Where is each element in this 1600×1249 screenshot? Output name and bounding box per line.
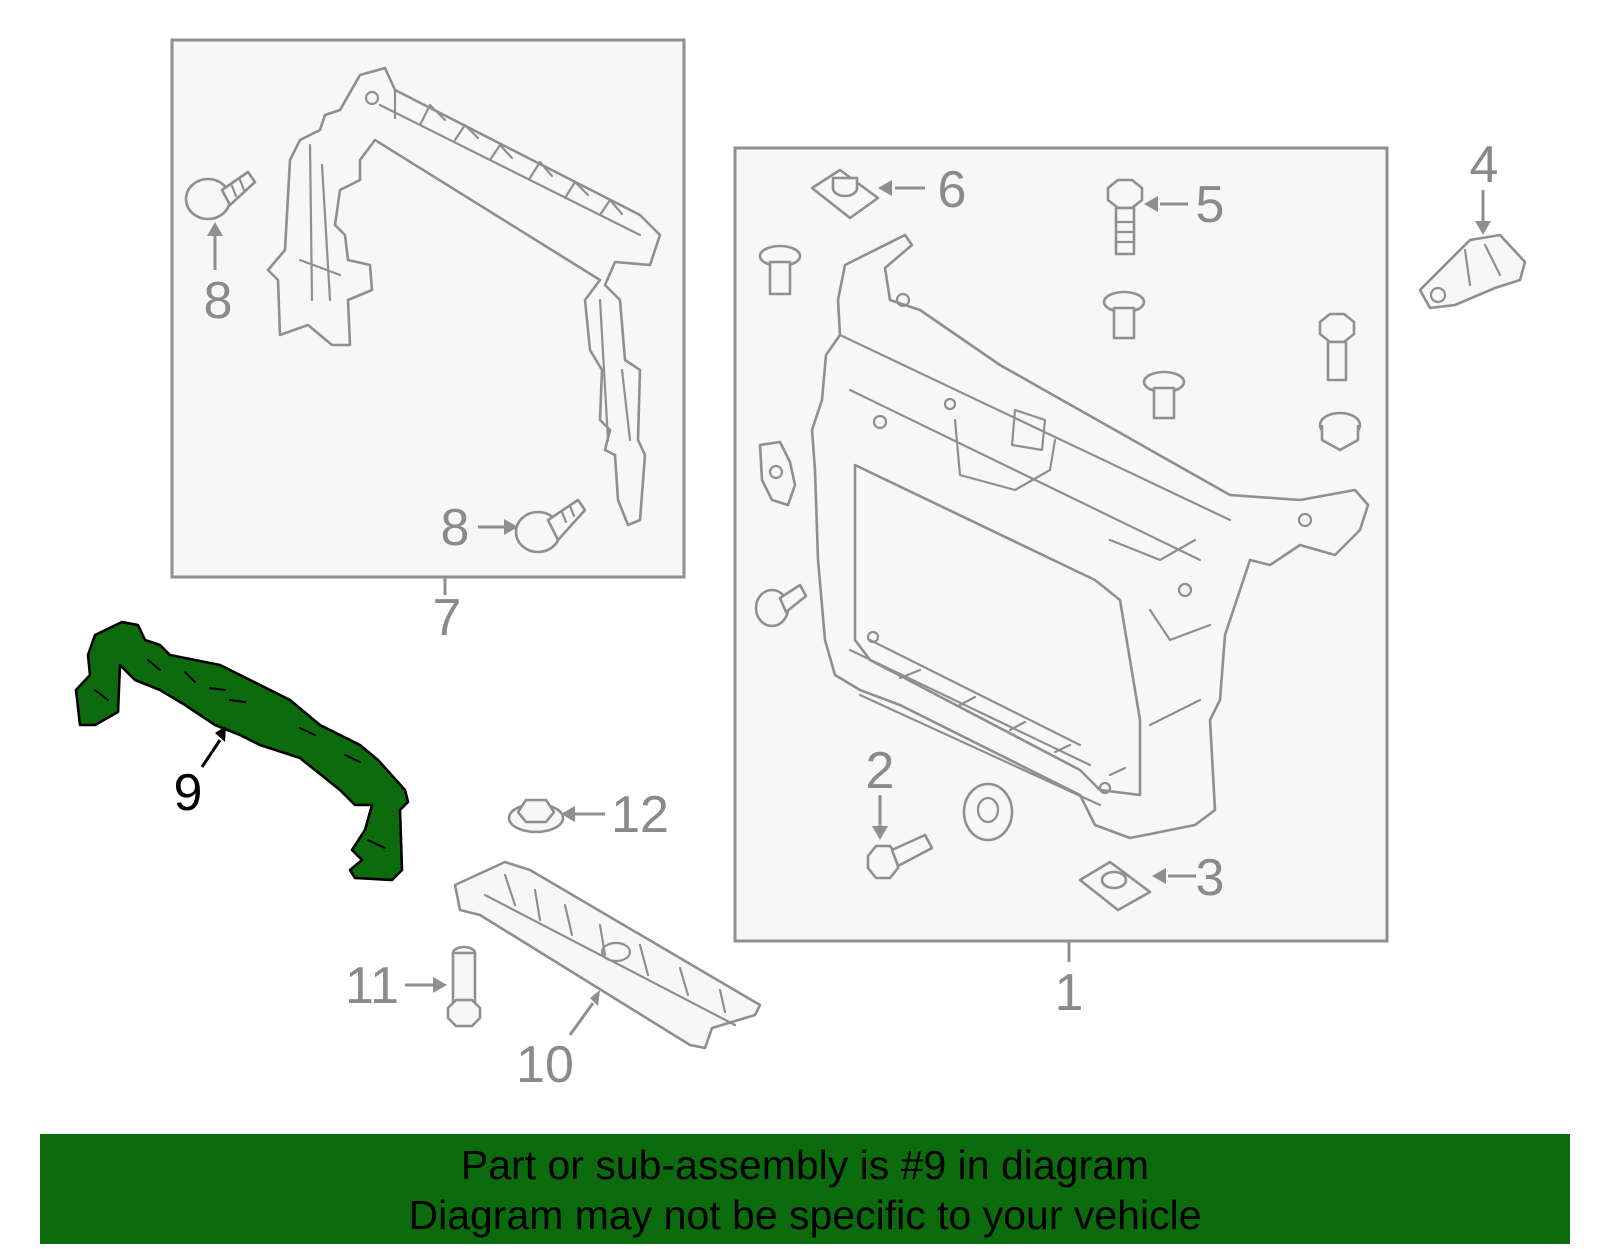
callout-8-top: 8 bbox=[204, 272, 233, 330]
callout-12: 12 bbox=[611, 786, 669, 844]
part-2-bolt[interactable] bbox=[866, 833, 934, 880]
part-4-bracket[interactable] bbox=[1418, 233, 1527, 310]
part-pin-c[interactable] bbox=[1142, 370, 1186, 420]
part-bolt-right[interactable] bbox=[1318, 312, 1356, 382]
part-nut-right[interactable] bbox=[1318, 411, 1362, 452]
part-pin-a[interactable] bbox=[758, 244, 802, 296]
callout-8-bottom: 8 bbox=[441, 499, 470, 557]
group-7-box: 8 8 7 bbox=[170, 38, 686, 647]
part-3-clip-nut[interactable] bbox=[1078, 860, 1152, 912]
part-10-air-deflector[interactable] bbox=[453, 860, 762, 1050]
part-pin-left-lower[interactable] bbox=[754, 583, 808, 628]
callout-1: 1 bbox=[1055, 964, 1084, 1022]
callout-11: 11 bbox=[345, 957, 399, 1015]
callout-11-arrowhead bbox=[433, 977, 447, 993]
callout-3: 3 bbox=[1196, 849, 1225, 907]
group-1-box: 6 5 bbox=[733, 146, 1389, 1022]
part-11-bolt[interactable] bbox=[446, 945, 482, 1028]
banner-line-1: Part or sub-assembly is #9 in diagram bbox=[460, 1142, 1150, 1188]
banner-line-2: Diagram may not be specific to your vehi… bbox=[408, 1192, 1202, 1238]
part-12-flange-nut[interactable] bbox=[507, 798, 565, 834]
callout-3-arrowhead bbox=[1152, 868, 1166, 884]
part-grommet[interactable] bbox=[962, 782, 1014, 842]
part-pin-b[interactable] bbox=[1102, 290, 1146, 340]
callout-4-arrowhead bbox=[1475, 221, 1491, 235]
part-7-upper-tie-bar[interactable] bbox=[266, 66, 662, 527]
callout-8-bottom-arrowhead bbox=[504, 519, 518, 535]
callout-9: 9 bbox=[174, 764, 203, 822]
part-1-radiator-support[interactable] bbox=[810, 233, 1370, 840]
callout-10-arrowhead bbox=[590, 990, 600, 1006]
parts-diagram: 8 8 7 bbox=[74, 38, 1527, 1094]
callout-6-arrowhead bbox=[878, 180, 892, 196]
callout-4: 4 bbox=[1470, 136, 1499, 194]
part-6-clip-nut[interactable] bbox=[810, 168, 880, 220]
callout-9-arrowhead bbox=[215, 726, 226, 742]
callout-5-arrowhead bbox=[1144, 196, 1158, 212]
callout-2-arrowhead bbox=[872, 826, 888, 840]
callout-10-leader bbox=[568, 1002, 595, 1036]
part-8-push-pin-bottom[interactable] bbox=[514, 498, 587, 554]
callout-2: 2 bbox=[866, 742, 895, 800]
part-bracket-left[interactable] bbox=[758, 440, 797, 507]
callout-8-top-arrowhead bbox=[207, 222, 223, 236]
callout-6: 6 bbox=[938, 161, 967, 219]
callout-7: 7 bbox=[433, 589, 462, 647]
callout-10: 10 bbox=[516, 1036, 574, 1094]
part-5-bolt[interactable] bbox=[1106, 178, 1144, 256]
part-8-push-pin-top[interactable] bbox=[184, 170, 257, 221]
callout-12-arrowhead bbox=[561, 806, 575, 822]
part-9-lower-tie-bar[interactable] bbox=[74, 620, 410, 882]
callout-9-leader bbox=[200, 739, 222, 768]
callout-5: 5 bbox=[1196, 176, 1225, 234]
info-banner: Part or sub-assembly is #9 in diagram Di… bbox=[40, 1134, 1570, 1244]
